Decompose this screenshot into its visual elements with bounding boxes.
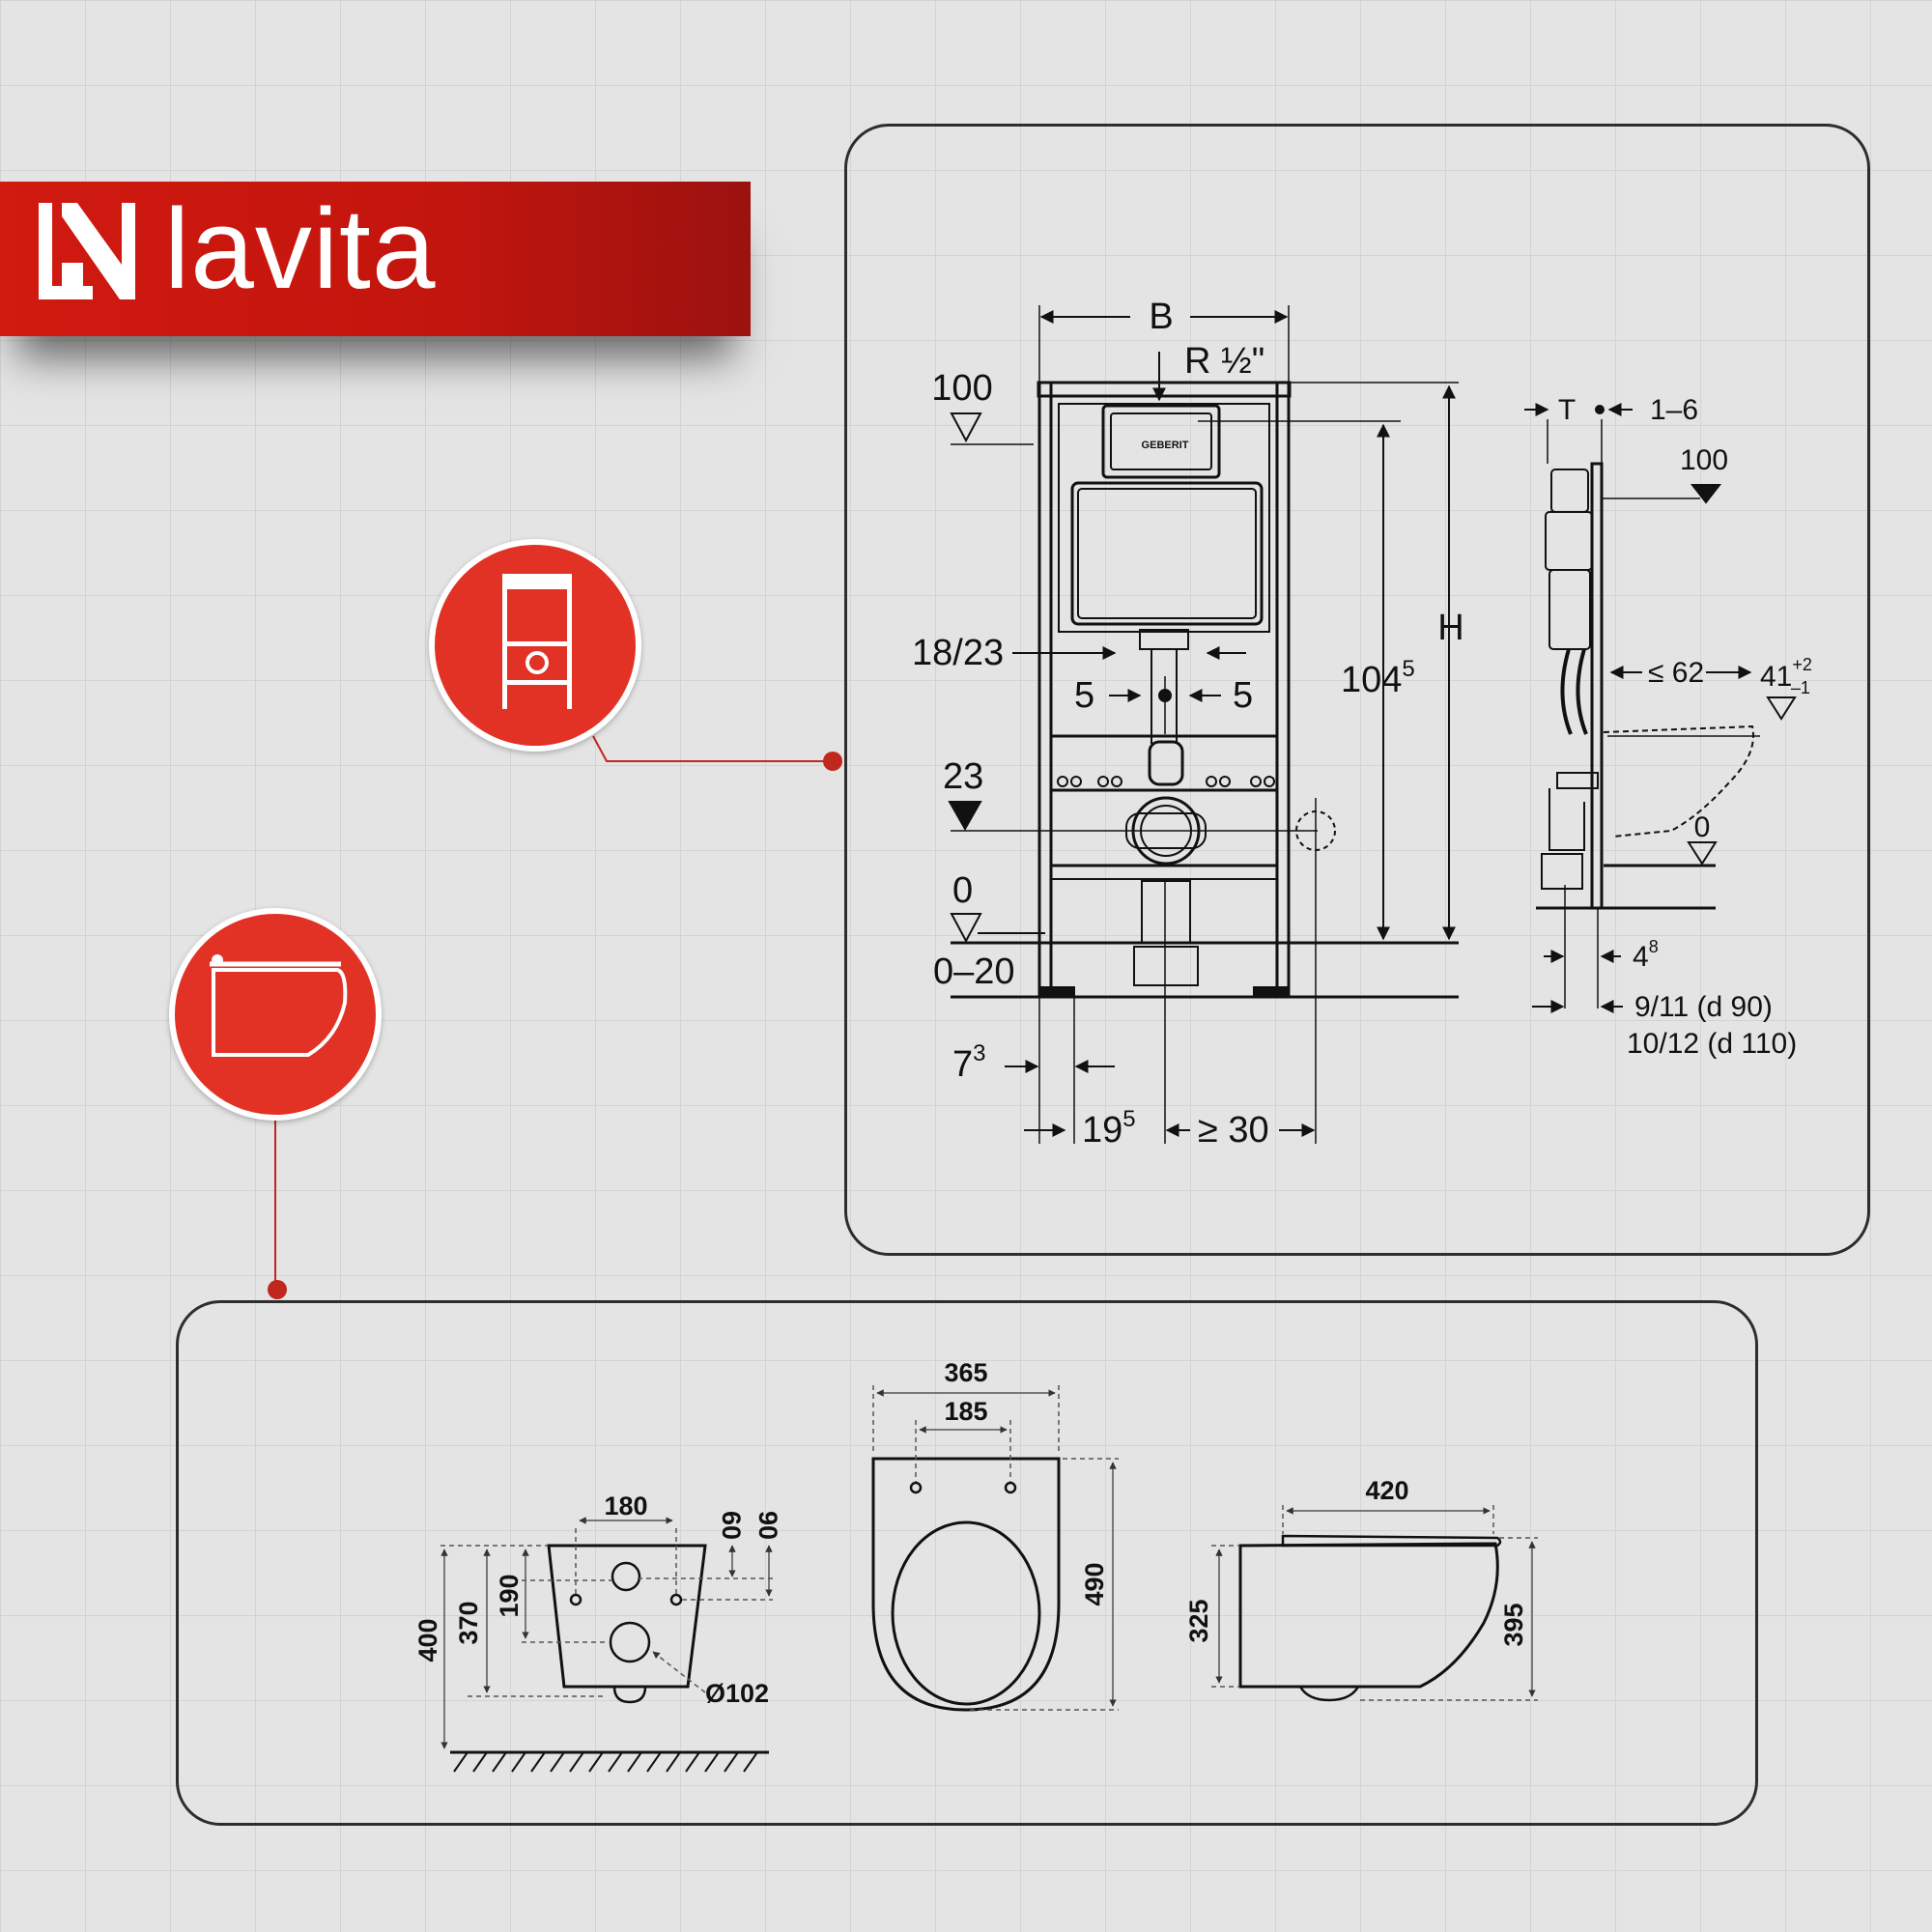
dim-400: 400 xyxy=(413,1618,442,1662)
dim-18-23: 18/23 xyxy=(912,633,1004,673)
brand-plate-text: GEBERIT xyxy=(1142,440,1189,451)
dim-0-20: 0–20 xyxy=(933,952,1015,992)
dim-1045: 1045 xyxy=(1341,656,1415,700)
dim-190: 190 xyxy=(495,1574,524,1617)
dim-60: 60 xyxy=(717,1511,746,1540)
dim-side-100: 100 xyxy=(1680,444,1728,476)
side-dimension-labels: T 1–6 100 ≤ 62 41+2–1 0 48 9/11 (d 90) 1… xyxy=(1558,394,1812,1060)
installation-frame-panel xyxy=(844,124,1870,1256)
dim-41: 41+2–1 xyxy=(1760,655,1812,697)
dim-73: 73 xyxy=(952,1040,986,1085)
dim-9-11: 9/11 (d 90) xyxy=(1634,991,1773,1023)
dim-le-62: ≤ 62 xyxy=(1648,657,1704,689)
dim-23: 23 xyxy=(943,756,983,797)
dim-0: 0 xyxy=(952,870,973,911)
dim-395: 395 xyxy=(1499,1603,1528,1646)
dim-5-right: 5 xyxy=(1233,675,1253,716)
bowl-top-labels: 365 185 490 xyxy=(944,1358,1109,1606)
lavita-logo-icon xyxy=(39,203,135,299)
bowl-top-dims xyxy=(872,1385,1119,1711)
brand-name: lavita xyxy=(164,185,437,313)
dim-90: 90 xyxy=(753,1511,782,1540)
dim-10-12: 10/12 (d 110) xyxy=(1627,1028,1797,1060)
dim-1-6: 1–6 xyxy=(1650,394,1698,426)
dim-b: B xyxy=(1149,297,1173,337)
dim-370: 370 xyxy=(454,1601,483,1644)
frame-dimension-labels: B R ½" 100 H 1045 18/23 5 5 23 0 0–20 73… xyxy=(912,297,1464,1151)
dim-t: T xyxy=(1558,394,1576,426)
bowl-back-view xyxy=(450,1544,769,1773)
bowl-side-dims xyxy=(1211,1505,1538,1701)
dim-195: 195 xyxy=(1082,1106,1136,1151)
dim-ge-30: ≥ 30 xyxy=(1198,1110,1269,1151)
dim-490: 490 xyxy=(1080,1562,1109,1605)
brand-header: lavita xyxy=(0,182,751,336)
dim-48: 48 xyxy=(1633,937,1659,973)
installation-frame-badge xyxy=(429,539,641,752)
installation-frame-icon xyxy=(502,574,572,709)
bowl-side-view xyxy=(1238,1534,1502,1702)
wall-hung-toilet-icon xyxy=(210,954,348,1057)
dim-h: H xyxy=(1437,608,1463,648)
toilet-bowl-panel xyxy=(176,1300,1758,1826)
dim-185: 185 xyxy=(944,1397,987,1426)
dim-5-left: 5 xyxy=(1074,675,1094,716)
dim-top-100: 100 xyxy=(931,368,992,409)
dim-r-half-inch: R ½" xyxy=(1184,341,1264,382)
bowl-side-labels: 420 325 395 xyxy=(1184,1476,1528,1647)
bowl-top-view xyxy=(871,1457,1061,1712)
wall-hung-toilet-badge xyxy=(169,908,382,1121)
bowl-back-dims xyxy=(440,1517,773,1749)
frame-side-view xyxy=(1536,419,1760,1009)
dim-325: 325 xyxy=(1184,1599,1213,1642)
dim-420: 420 xyxy=(1365,1476,1408,1505)
bowl-back-labels: 180 60 90 190 370 400 Ø102 xyxy=(413,1492,782,1708)
frame-dimension-lines xyxy=(948,310,1456,1137)
dim-365: 365 xyxy=(944,1358,987,1387)
dim-side-0: 0 xyxy=(1694,811,1711,843)
dim-180: 180 xyxy=(604,1492,647,1520)
dim-diameter-102: Ø102 xyxy=(705,1679,769,1708)
side-dimension-lines xyxy=(1524,403,1797,1013)
